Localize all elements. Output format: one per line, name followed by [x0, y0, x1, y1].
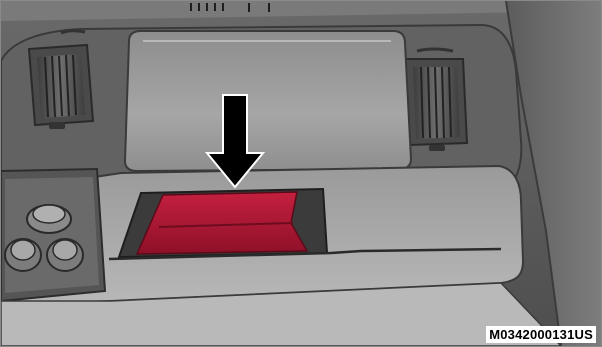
upper-glovebox-lid — [125, 31, 411, 171]
dial-knob-icon — [27, 205, 71, 233]
air-vent-icon — [405, 49, 467, 151]
dial-knob-icon — [5, 239, 41, 271]
center-console — [1, 169, 105, 301]
figure-code-label: M0342000131US — [486, 326, 596, 343]
dial-knob-icon — [47, 239, 83, 271]
